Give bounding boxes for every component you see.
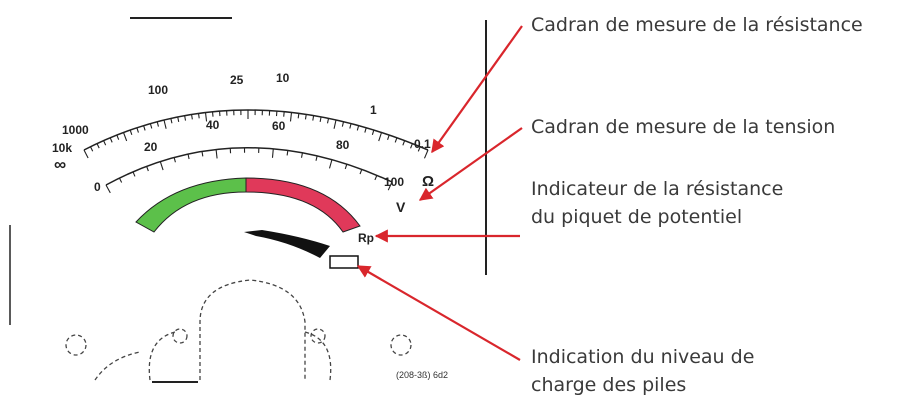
voltage-tick	[300, 152, 303, 158]
resistance-tick	[402, 140, 406, 146]
voltage-tick	[146, 166, 149, 172]
voltage-tick	[271, 148, 274, 158]
callout-rp-line2: du piquet de potentiel	[531, 205, 743, 228]
voltage-tick	[374, 175, 378, 181]
resistance-tick	[122, 132, 128, 142]
resistance-tick	[349, 123, 352, 129]
resistance-tick	[417, 146, 421, 152]
res-label-1000: 1000	[62, 123, 89, 137]
volt-label-20: 20	[144, 140, 158, 154]
rp-indicator-wedge	[244, 230, 330, 258]
voltage-tick	[132, 171, 136, 177]
volt-label-0: 0	[94, 180, 101, 194]
voltage-tick	[286, 150, 289, 156]
resistance-tick	[191, 114, 193, 120]
res-label-10: 10	[276, 71, 290, 85]
voltage-tick	[173, 157, 176, 163]
resistance-tick	[103, 140, 107, 146]
green-zone	[135, 177, 247, 233]
resistance-tick	[204, 112, 208, 122]
resistance-tick	[143, 125, 146, 131]
voltage-tick	[118, 177, 123, 183]
resistance-tick	[129, 129, 133, 135]
resistance-tick	[356, 125, 360, 131]
resistance-tick	[394, 137, 398, 143]
resistance-tick	[387, 134, 390, 140]
volt-label-40: 40	[206, 118, 220, 132]
resistance-tick	[364, 127, 367, 133]
resistance-tick	[410, 143, 413, 149]
resistance-tick	[197, 113, 200, 119]
arrow-battery	[356, 265, 521, 361]
voltage-tick	[328, 159, 333, 169]
res-label-25: 25	[230, 73, 244, 87]
resistance-tick	[163, 119, 167, 129]
resistance-ticks	[83, 110, 429, 159]
res-label-1: 1	[370, 103, 377, 117]
resistance-tick	[83, 149, 89, 159]
resistance-tick	[423, 149, 429, 159]
resistance-tick	[304, 114, 307, 120]
voltage-tick	[187, 153, 190, 160]
res-label-0-1: 0.1	[414, 137, 431, 151]
voltage-tick	[215, 149, 218, 159]
resistance-tick	[333, 119, 337, 129]
callout-arrows	[356, 25, 523, 361]
resistance-tick	[341, 121, 345, 127]
callout-voltage-dial: Cadran de mesure de la tension	[531, 114, 835, 142]
resistance-tick	[136, 127, 139, 133]
callout-voltage-text: Cadran de mesure de la tension	[531, 116, 836, 138]
voltage-tick	[344, 164, 348, 170]
callout-battery-line1: Indication du niveau de	[531, 346, 755, 368]
volt-label-100: 100	[384, 175, 404, 189]
voltage-tick	[105, 184, 111, 194]
lower-outline-shapes	[65, 279, 412, 381]
battery-indicator	[329, 255, 359, 269]
volt-symbol: V	[396, 199, 406, 215]
volt-label-60: 60	[272, 119, 286, 133]
callout-resistance-text: Cadran de mesure de la résistance	[531, 14, 863, 36]
voltage-ticks	[105, 147, 393, 194]
resistance-tick	[326, 118, 330, 124]
callout-rp-line1: Indicateur de la résistance	[531, 178, 784, 200]
resistance-tick	[289, 112, 293, 122]
red-zone	[245, 177, 361, 233]
resistance-tick	[378, 132, 383, 142]
rp-label: Rp	[358, 231, 374, 245]
infinity-symbol: ∞	[54, 155, 66, 174]
callout-resistance-dial: Cadran de mesure de la résistance	[531, 12, 863, 40]
callout-battery: Indication du niveau de charge des piles	[531, 344, 754, 399]
arrow-voltage-dial	[418, 127, 523, 201]
resistance-tick	[319, 116, 322, 122]
resistance-tick	[116, 134, 120, 140]
callout-battery-line2: charge des piles	[531, 373, 687, 396]
resistance-tick	[170, 118, 173, 124]
resistance-tick	[297, 113, 300, 119]
resistance-tick	[149, 123, 153, 129]
resistance-tick	[312, 115, 315, 121]
res-label-100: 100	[148, 83, 168, 97]
resistance-tick	[184, 115, 187, 121]
resistance-tick	[90, 146, 94, 152]
resistance-tick	[96, 143, 100, 149]
ohm-symbol: Ω	[422, 173, 434, 190]
res-label-10k: 10k	[52, 141, 72, 155]
resistance-tick	[177, 116, 180, 122]
resistance-tick	[371, 129, 375, 136]
volt-label-80: 80	[336, 138, 350, 152]
voltage-tick	[159, 161, 164, 171]
callout-rp-indicator: Indicateur de la résistance du piquet de…	[531, 176, 783, 231]
model-code: (208-3ß) 6d2	[396, 370, 448, 380]
resistance-tick	[109, 137, 113, 143]
resistance-tick	[156, 121, 159, 127]
arrow-resistance-dial	[431, 25, 523, 154]
voltage-tick	[315, 155, 318, 161]
voltage-tick	[201, 151, 204, 157]
voltage-tick	[387, 181, 393, 191]
voltage-tick	[359, 169, 363, 175]
